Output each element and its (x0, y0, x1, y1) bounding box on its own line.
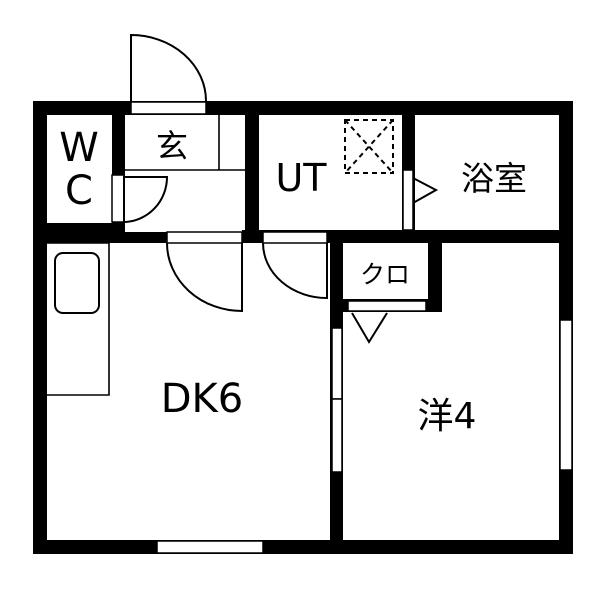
entrance-ut-wall (245, 101, 259, 243)
dk-door-swing[interactable] (166, 242, 243, 313)
openings (111, 101, 573, 554)
western-room-label: 洋4 (418, 396, 477, 437)
wc-label-top: W (59, 125, 99, 171)
closet-label: クロ (360, 260, 410, 289)
sliding-door-upper (331, 327, 343, 400)
dk-door-threshold (166, 231, 243, 244)
dk-label: DK6 (161, 376, 243, 422)
wall-junction (242, 230, 263, 243)
bath-door-panel (402, 169, 414, 231)
washer-cross-a (344, 119, 394, 174)
left-wall (33, 101, 47, 554)
dk-window (156, 540, 264, 554)
bath-door-arrow-icon (412, 177, 439, 204)
wc-door-swing[interactable] (123, 176, 169, 223)
door-swings (123, 33, 439, 344)
bath-label: 浴室 (461, 159, 527, 198)
washing-machine-space-icon (344, 119, 394, 174)
kitchen-counter (47, 242, 110, 396)
wc-label-bottom: C (65, 168, 93, 214)
entrance-door-threshold (130, 101, 207, 115)
closet-door-panel (347, 300, 427, 312)
room-labels: W C 玄 UT 浴室 クロ DK6 洋4 (59, 125, 527, 437)
wc-bottom-wall (33, 223, 125, 243)
fixtures (47, 115, 394, 396)
bottom-wall (33, 540, 573, 554)
ut-door-threshold (262, 231, 328, 244)
wc-door-panel (111, 174, 125, 223)
closet-right-wall (428, 230, 442, 312)
sink-icon (54, 252, 100, 314)
entrance-door-swing[interactable] (130, 33, 207, 102)
ut-door-swing[interactable] (262, 242, 328, 300)
western-window (559, 319, 573, 471)
entrance-label: 玄 (156, 127, 188, 165)
closet-door-arrow-icon (351, 312, 388, 344)
washer-cross-b (344, 119, 394, 174)
utility-label: UT (275, 156, 327, 200)
sliding-door-lower (331, 398, 343, 473)
